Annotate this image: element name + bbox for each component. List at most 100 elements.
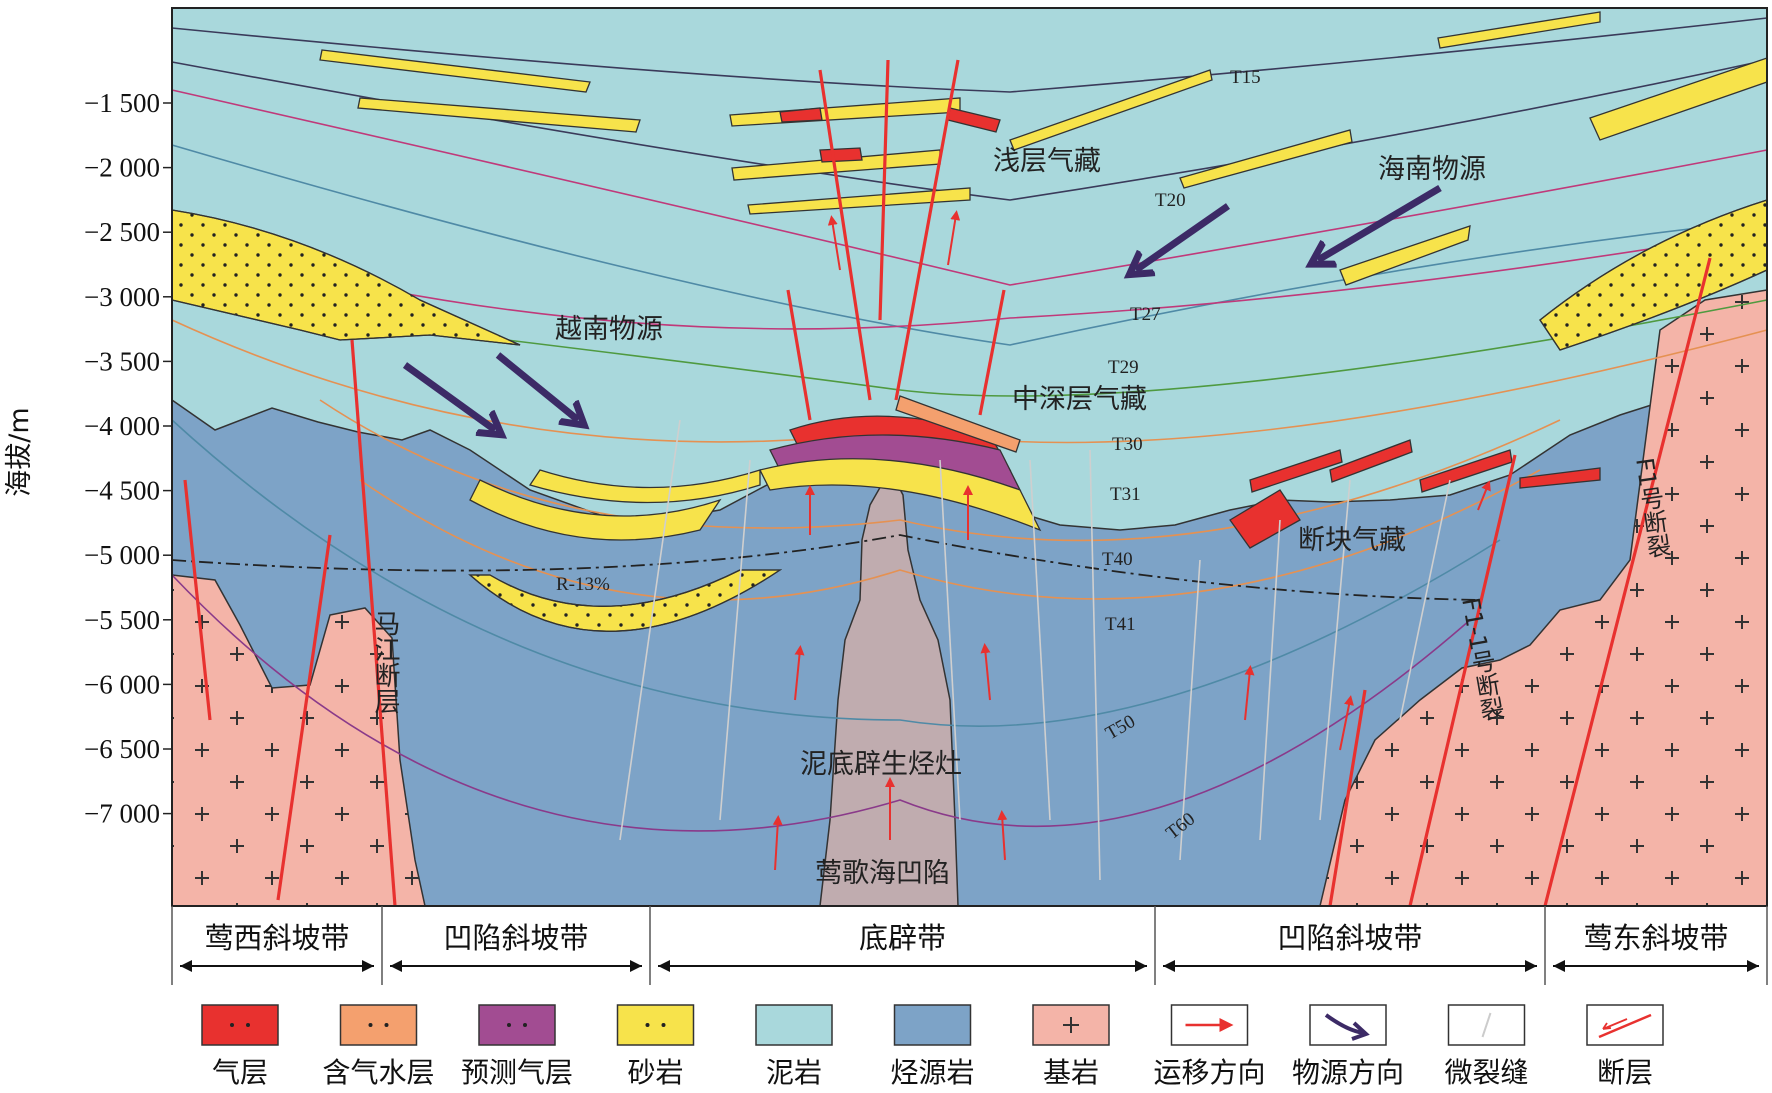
label-vietnam-source: 越南物源	[555, 314, 663, 345]
legend-label: 运移方向	[1153, 1056, 1265, 1089]
horizon-label-T20: T20	[1155, 190, 1186, 211]
legend-item: 泥岩	[755, 1004, 833, 1089]
legend-swatch-provenance-arrow	[1309, 1004, 1387, 1046]
label-fault-block-gas: 断块气藏	[1298, 525, 1406, 556]
zone-label: 底辟带	[859, 921, 946, 955]
west-fault-1	[183, 479, 212, 721]
f1-1-fault-line	[1408, 454, 1517, 907]
faults	[183, 59, 1712, 907]
legend-item: 基岩	[1032, 1004, 1110, 1089]
migration-arrows	[772, 210, 1491, 871]
legend-swatch-predicted-gas-layer	[478, 1004, 556, 1046]
legend-item: 物源方向	[1292, 1004, 1404, 1089]
zone-label: 莺西斜坡带	[204, 921, 349, 955]
legend-label: 断层	[1597, 1056, 1653, 1089]
annotations: 浅层气藏 海南物源 越南物源 中深层气藏 断块气藏 泥底辟生烃灶 莺歌海凹陷	[555, 146, 1486, 889]
diapir-fault-3	[894, 59, 960, 401]
east-fault-1	[1328, 689, 1367, 907]
horizon-label-T40: T40	[1102, 549, 1133, 570]
sand-lens-top-left-1	[319, 49, 591, 93]
legend-label: 砂岩	[627, 1056, 683, 1089]
sand-bodies	[171, 11, 1768, 632]
shallow-gas-red-1	[779, 107, 823, 123]
zone-label: 莺东斜坡带	[1583, 921, 1728, 955]
legend-item: 微裂缝	[1444, 1004, 1529, 1089]
y-tick-label: −3 000	[84, 282, 160, 312]
y-tick-label: −7 000	[84, 799, 160, 829]
fault-block-gas-1	[1249, 449, 1343, 493]
horizon-label-T31: T31	[1110, 484, 1141, 505]
f1-fault-line	[1543, 257, 1712, 907]
sand-trough-mid	[469, 479, 722, 541]
diapir-fault-2	[878, 59, 890, 321]
legend-item: 烃源岩	[890, 1004, 975, 1089]
fault-block-gas-4	[1519, 467, 1601, 489]
label-hainan-source: 海南物源	[1378, 154, 1486, 185]
fault-block-gas-5	[1229, 489, 1301, 549]
legend-swatch-gas-water-layer	[339, 1004, 418, 1046]
diapir-fault-1	[818, 69, 872, 401]
majiang-fault-line	[350, 339, 397, 907]
shallow-gas-lens-3	[747, 187, 971, 215]
legend-label: 微裂缝	[1444, 1056, 1528, 1089]
y-tick-label: −3 500	[84, 346, 160, 376]
horizon-label-T30: T30	[1112, 434, 1143, 455]
shallow-gas-red-3	[819, 147, 863, 163]
horizon-label-T29: T29	[1108, 357, 1139, 378]
legend: 气层 含气水层预测气层 砂岩 泥岩 烃源岩 基岩 运移方向物源方向 微裂缝 断层	[201, 1004, 1664, 1089]
legend-item: 气层	[201, 1004, 279, 1089]
legend-item: 砂岩	[616, 1004, 695, 1089]
zone-label: 凹陷斜坡带	[1277, 921, 1422, 955]
label-depression: 莺歌海凹陷	[815, 858, 950, 889]
horizon-label-T15: T15	[1230, 67, 1261, 88]
y-axis: −1 500 −2 000 −2 500 −3 000 −3 500 −4 000 −4 5…	[84, 88, 172, 829]
legend-label: 泥岩	[766, 1056, 822, 1089]
legend-item: 断层	[1586, 1004, 1664, 1089]
mid-deep-gas-dome-yellow	[759, 458, 1042, 532]
gas-water-layer-lens	[895, 395, 1021, 453]
diapir-fault-4	[786, 289, 812, 421]
legend-swatch-sandstone	[616, 1004, 695, 1046]
label-majiang-fault: 马江断层	[370, 610, 400, 714]
y-tick-label: −6 000	[84, 669, 160, 699]
legend-swatch-source-rock	[893, 1004, 972, 1046]
y-tick-label: −2 500	[84, 217, 160, 247]
sand-lens-top-left-2	[357, 97, 641, 133]
legend-label: 烃源岩	[890, 1056, 974, 1089]
provenance-arrows	[402, 184, 1442, 430]
legend-label: 基岩	[1043, 1056, 1099, 1089]
y-tick-label: −6 500	[84, 734, 160, 764]
legend-item: 含气水层	[322, 1004, 435, 1089]
legend-item: 预测气层	[461, 1004, 573, 1089]
zone-label: 凹陷斜坡带	[443, 921, 588, 955]
legend-label: 气层	[212, 1056, 268, 1089]
legend-swatch-gas-layer	[201, 1004, 279, 1046]
horizon-label-R13: R-13%	[556, 574, 610, 595]
sand-lens-top-right-2	[1179, 129, 1353, 189]
legend-label: 预测气层	[461, 1056, 573, 1089]
y-tick-label: −2 000	[84, 153, 160, 183]
y-tick-label: −4 500	[84, 476, 160, 506]
diapir-fault-5	[978, 289, 1006, 416]
legend-label: 含气水层	[322, 1056, 434, 1089]
sand-lens-top-right-1	[1437, 11, 1601, 49]
y-tick-label: −1 500	[84, 88, 160, 118]
horizon-label-T41: T41	[1105, 614, 1136, 635]
microfractures	[619, 419, 1451, 881]
label-mud-kitchen: 泥底辟生烃灶	[800, 749, 962, 780]
y-tick-label: −5 000	[84, 540, 160, 570]
legend-label: 物源方向	[1292, 1056, 1404, 1089]
y-tick-label: −4 000	[84, 411, 160, 441]
horizon-labels: T15 T20 T27 T29 T30 T31 T40 T41 T50 T60 …	[556, 67, 1261, 844]
y-tick-label: −5 500	[84, 605, 160, 635]
legend-swatch-mudstone	[755, 1004, 833, 1046]
sand-lens-right-mid	[1339, 225, 1471, 286]
label-shallow-gas: 浅层气藏	[993, 146, 1101, 177]
west-fault-2	[276, 534, 332, 901]
structural-zones: 莺西斜坡带 凹陷斜坡带 底辟带 凹陷斜坡带 莺东斜坡带	[171, 905, 1768, 985]
label-mid-deep-gas: 中深层气藏	[1012, 384, 1147, 415]
legend-item: 运移方向	[1153, 1004, 1266, 1089]
fault-block-gas-2	[1329, 439, 1413, 483]
sand-lens-top-right-3	[1009, 69, 1213, 151]
